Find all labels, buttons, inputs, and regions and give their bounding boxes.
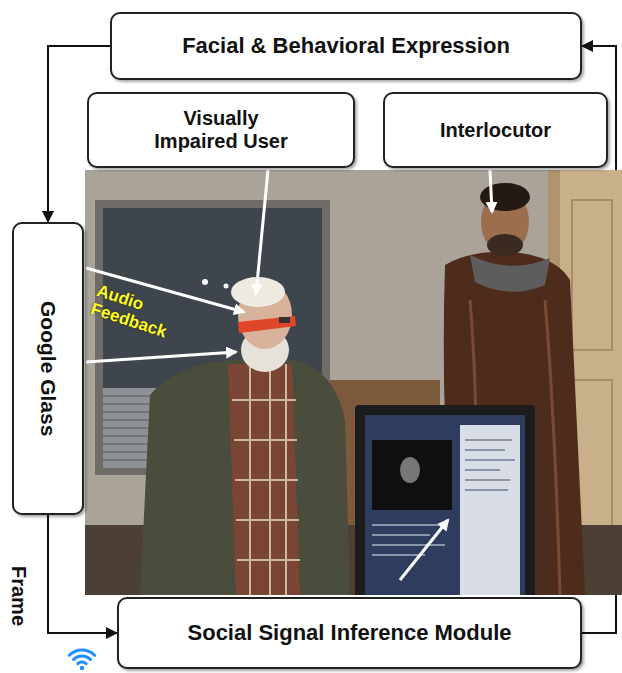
laptop-screen xyxy=(365,415,525,595)
screen-lines xyxy=(372,440,515,555)
glass-prism xyxy=(279,317,290,323)
box-label: Interlocutor xyxy=(440,119,551,142)
leader-arrow xyxy=(256,170,268,294)
device-box: Google Glass xyxy=(12,222,84,515)
box-label: Facial & Behavioral Expression xyxy=(182,33,510,58)
wifi-arc xyxy=(74,656,91,660)
actor-box: Visually Impaired User xyxy=(87,92,355,168)
leader-arrow xyxy=(86,352,236,362)
wifi-dot xyxy=(80,666,84,670)
video-window xyxy=(372,440,452,510)
process-box: Social Signal Inference Module xyxy=(117,597,582,669)
door-panel xyxy=(572,200,612,350)
wall xyxy=(85,170,622,595)
frame-label: Frame xyxy=(8,566,30,626)
laptop-bezel xyxy=(355,405,535,595)
box-label: Social Signal Inference Module xyxy=(188,620,512,645)
process-box: Facial & Behavioral Expression xyxy=(110,12,582,80)
box-label: Visually Impaired User xyxy=(141,107,301,153)
hoodie-collar xyxy=(470,255,550,292)
wifi-icon xyxy=(69,650,94,670)
video-figure xyxy=(400,457,420,483)
box-label: Google Glass xyxy=(36,301,60,436)
user-jacket xyxy=(140,360,350,595)
plaid-lines xyxy=(232,364,300,595)
interlocutor-hair xyxy=(480,183,530,211)
leader-arrows xyxy=(86,170,492,580)
interlocutor-beard xyxy=(487,234,523,256)
light-reflection xyxy=(202,279,208,285)
leader-arrow xyxy=(400,520,448,580)
leader-arrow xyxy=(490,170,492,212)
plaid-shirt xyxy=(228,364,300,595)
wifi-arc xyxy=(78,662,86,664)
photo xyxy=(85,170,622,595)
light-reflection xyxy=(224,284,229,289)
actor-box: Interlocutor xyxy=(383,92,608,168)
glass-headband xyxy=(238,316,296,333)
